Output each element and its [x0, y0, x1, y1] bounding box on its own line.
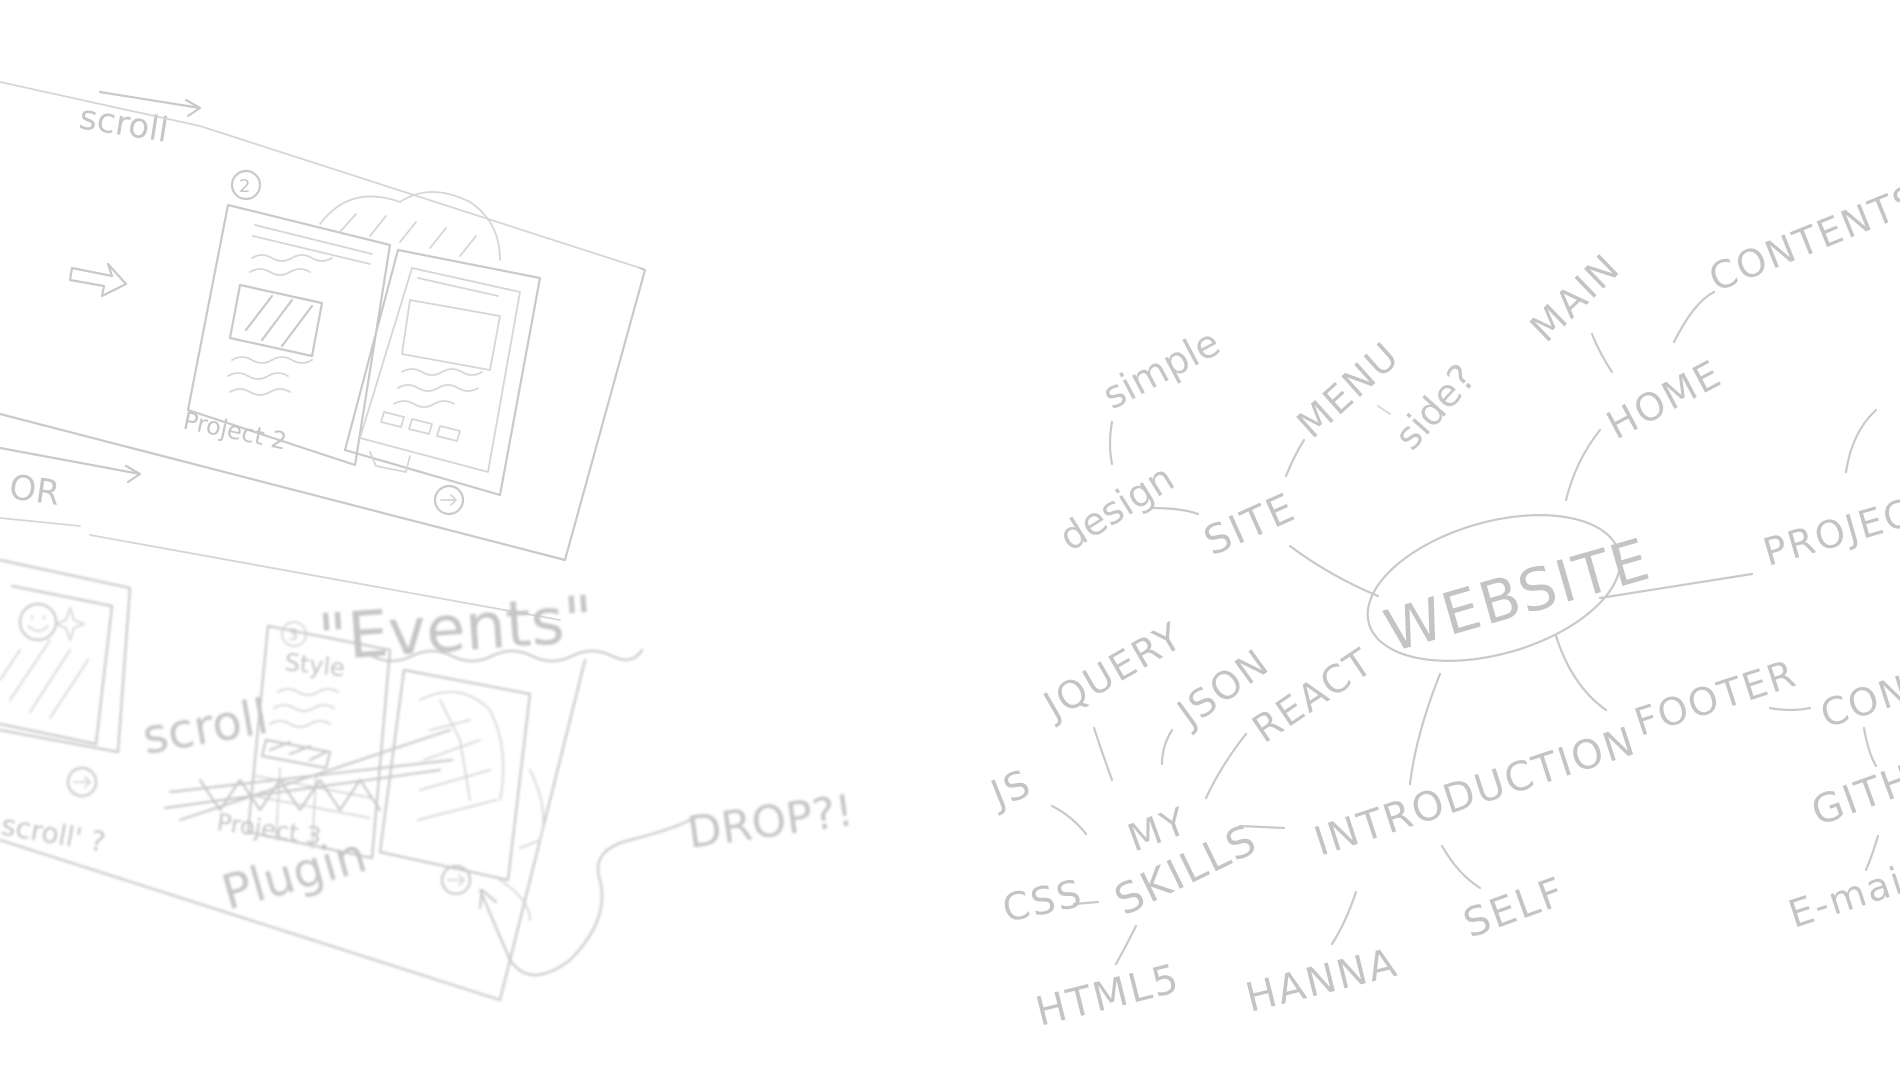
wireframe-sketch-group: scroll 2 Project 2 [0, 81, 857, 1002]
node-main: MAIN [1522, 245, 1629, 351]
node-css: CSS [999, 871, 1087, 931]
mockup-wave-1 [249, 254, 333, 276]
node-jquery: JQUERY [1035, 614, 1190, 729]
connector-site-menu [1284, 438, 1306, 478]
node-react: REACT [1244, 639, 1381, 751]
connector-skills-jquery [1092, 726, 1114, 782]
events-shading [417, 691, 505, 821]
center-oval [1366, 514, 1622, 662]
sparkle-icon [55, 607, 85, 641]
phone-feet [369, 451, 411, 473]
style-label: Style [283, 648, 346, 682]
phone-content [393, 299, 501, 408]
connector-skills-json [1160, 728, 1174, 766]
node-project: PROJECT [1758, 483, 1900, 574]
desktop-mockup [186, 203, 392, 467]
events-bracket [499, 769, 545, 921]
circle-number-2: 2 [239, 176, 250, 197]
next-circle-icon-3 [440, 864, 472, 896]
lower-panel-frame [0, 558, 587, 1002]
next-circle-icon-2 [66, 766, 98, 798]
right-arrow-icon [68, 262, 128, 298]
circle-number-2-mark [230, 169, 262, 201]
connector-github-email [1864, 834, 1880, 872]
connector-site [1288, 544, 1380, 598]
next-circle-icon-1 [433, 484, 465, 516]
scroll-top-label: scroll [77, 97, 172, 150]
connector-project [1598, 572, 1754, 600]
node-footer: FOOTER [1629, 651, 1802, 745]
smiley-card [0, 584, 114, 746]
connector-footer [1554, 634, 1608, 712]
card-hatching [0, 639, 89, 719]
project3-card [246, 624, 392, 860]
top-frame-line [0, 81, 641, 269]
node-introduction: INTRODUCTION [1309, 718, 1642, 865]
node-home: HOME [1600, 351, 1730, 448]
drop-arrow [478, 818, 692, 976]
node-contact: CONTACT [1815, 635, 1900, 737]
panel-frame-2 [0, 266, 647, 562]
connector-design-simple [1108, 420, 1114, 466]
or-label: OR [7, 467, 62, 514]
connector-contact-github [1862, 726, 1878, 768]
lower-frame-top [0, 517, 561, 621]
connector-intro-hanna [1330, 890, 1358, 946]
mind-map-group: WEBSITE SI [983, 176, 1900, 1036]
next-circle-arrow-3 [447, 874, 465, 886]
next-circle-arrow-1 [440, 494, 457, 506]
next-circle-arrow-2 [73, 776, 91, 788]
smiley-mouth [27, 615, 49, 632]
strike-through [163, 728, 454, 822]
mockup-wave-2 [227, 356, 313, 396]
node-hanna: HANNA [1241, 940, 1402, 1022]
phone-buttons [380, 411, 461, 442]
events-card [378, 668, 532, 882]
node-contents: CONTENTS [1703, 176, 1900, 301]
node-email: E-mail [1783, 854, 1900, 936]
connector-side-menu [1377, 405, 1391, 415]
connector-skills-css [1072, 900, 1100, 906]
connector-intro [1408, 672, 1442, 786]
connector-skills-js [1050, 804, 1088, 836]
connector-site-design [1150, 506, 1200, 516]
drop-label: DROP?! [684, 785, 856, 859]
phone-mockup [343, 248, 542, 497]
node-js: JS [983, 761, 1038, 817]
connector-project-top [1844, 408, 1878, 474]
mockup-image-box [228, 283, 324, 358]
smiley-face-icon [18, 602, 58, 642]
scroll-arrow [98, 90, 202, 118]
style-waves [269, 688, 339, 728]
lower-panel-blurred: scroll' ? 3 Style scroll Project 3 Plugi… [0, 558, 857, 1002]
node-html5: HTML5 [1031, 956, 1185, 1036]
connector-footer-contact [1768, 706, 1812, 712]
circle-number-3-mark [281, 621, 307, 647]
phone-inner [359, 267, 521, 473]
scroll-mid-label: scroll [138, 689, 272, 766]
node-simple: simple [1096, 320, 1227, 418]
or-arrow [0, 446, 142, 484]
connector-home-main [1590, 332, 1614, 374]
project-2-label: Project 2 [181, 406, 290, 455]
node-self: SELF [1458, 869, 1571, 948]
scroll-question-label: scroll' ? [0, 808, 108, 859]
connector-intro-self [1440, 844, 1482, 890]
circle-number-3: 3 [288, 625, 298, 644]
connector-home [1564, 428, 1602, 502]
node-github: GITHUB [1806, 735, 1900, 835]
node-site: SITE [1197, 485, 1302, 566]
events-underline [370, 648, 644, 663]
connector-skills-intro [1238, 824, 1286, 830]
phone-top-bar [417, 277, 499, 297]
project3-shaded-bar [260, 738, 332, 770]
phone-arc-shading [319, 191, 501, 261]
connector-skills-html [1114, 924, 1138, 966]
mockup-heading-bar [252, 224, 373, 265]
connector-skills-react [1204, 732, 1248, 800]
connector-home-contents [1672, 290, 1716, 344]
